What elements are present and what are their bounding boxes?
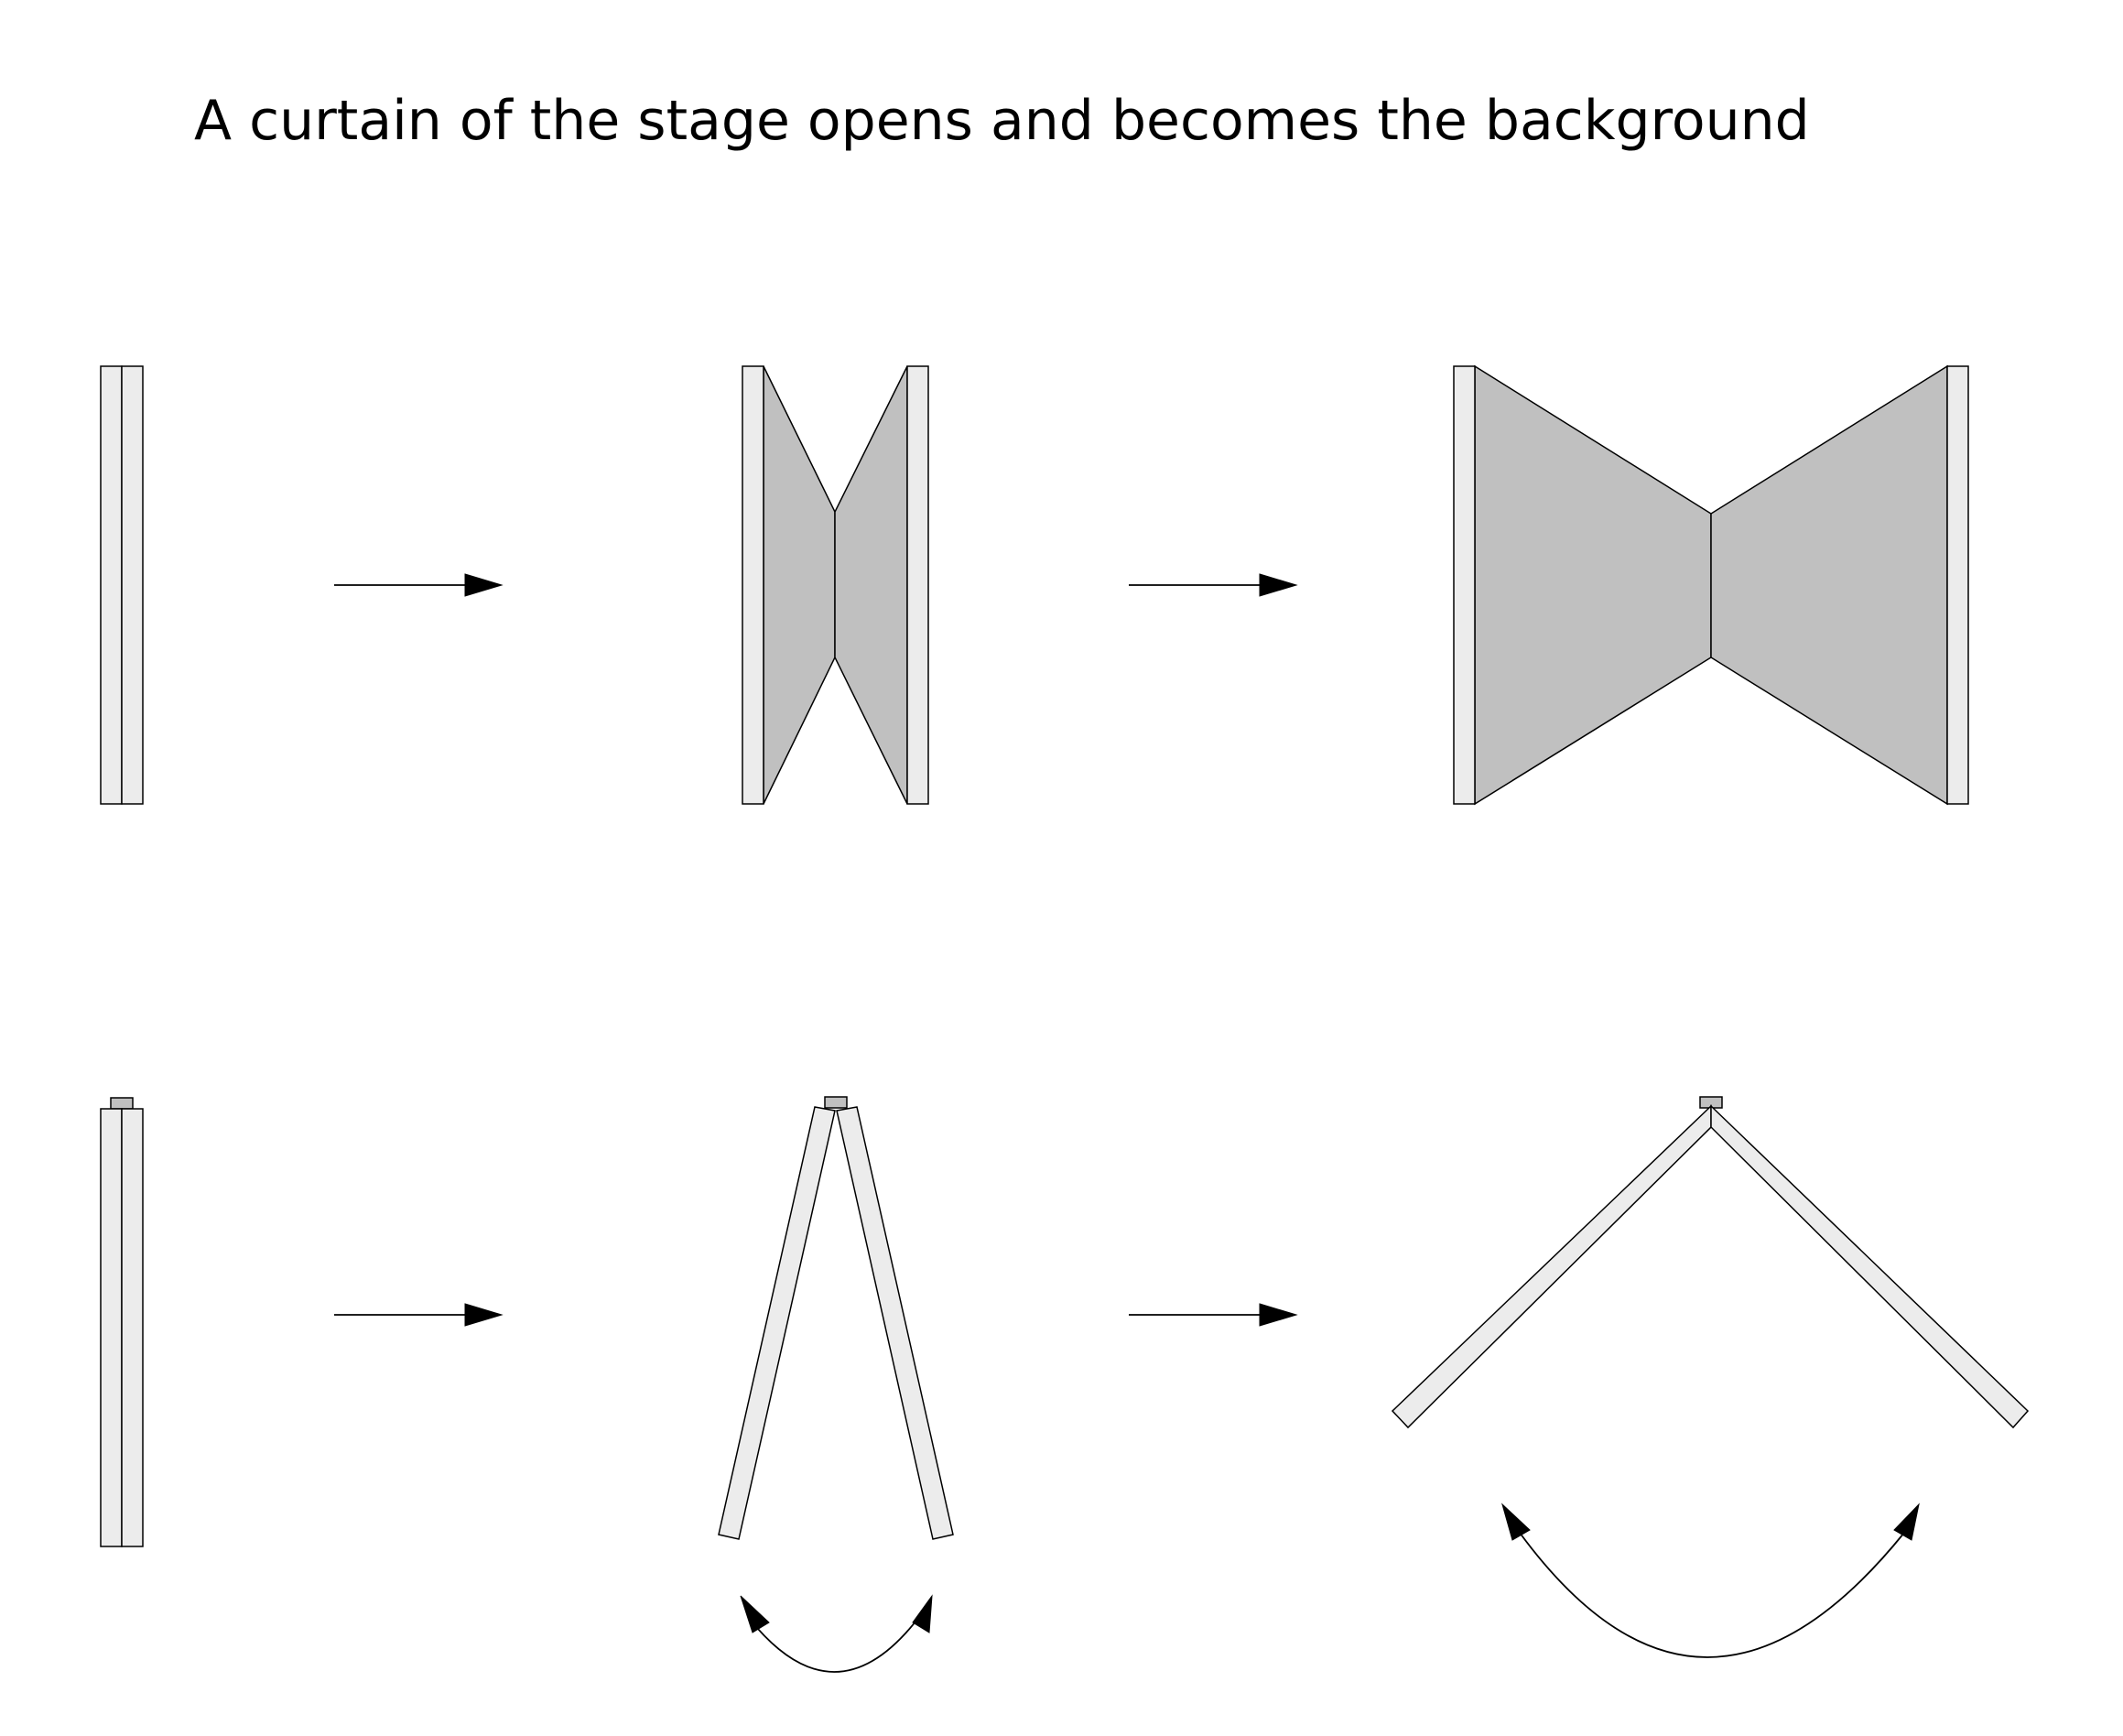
curtain-right-half [1710, 364, 1948, 806]
hinge [824, 1096, 848, 1109]
panel-right [836, 1106, 954, 1540]
curtain-left-half [1474, 364, 1712, 806]
arrow-right-icon [334, 573, 504, 597]
panel-left [742, 365, 764, 805]
top-view-row [100, 1096, 2030, 1673]
curtain-left-half [763, 365, 836, 805]
panel-right [121, 1108, 144, 1547]
panel-right [121, 365, 144, 805]
panel-right [906, 365, 929, 805]
diagram-title: A curtain of the stage opens and becomes… [194, 89, 1810, 153]
panel-left [100, 1108, 123, 1547]
panel-left [1391, 1104, 1712, 1429]
front-view-row [100, 364, 1969, 806]
arrow-head-icon [1893, 1503, 1920, 1541]
top-closed-panels [100, 1097, 144, 1547]
panel-right [1946, 365, 1969, 805]
curtain-right-half [834, 365, 908, 805]
swing-direction-arc [1519, 1532, 1905, 1658]
arrow-right-icon [334, 1303, 504, 1327]
arrow-head-icon [912, 1594, 933, 1633]
panel-right [1710, 1104, 2030, 1429]
arrow-head-icon [740, 1595, 770, 1633]
arrow-head-icon [1501, 1503, 1531, 1541]
front-open-curtain [1453, 364, 1969, 806]
panel-left [1453, 365, 1476, 805]
front-closed-panels [100, 365, 144, 805]
arrow-right-icon [1129, 1303, 1298, 1327]
panel-left [100, 365, 123, 805]
front-partly-open-curtain [742, 365, 929, 805]
hinge [110, 1097, 134, 1110]
arrow-right-icon [1129, 573, 1298, 597]
top-open-panels [1391, 1096, 2030, 1658]
swing-direction-arc [747, 1616, 920, 1673]
top-partly-open-panels [718, 1096, 954, 1673]
panel-left [718, 1106, 836, 1540]
